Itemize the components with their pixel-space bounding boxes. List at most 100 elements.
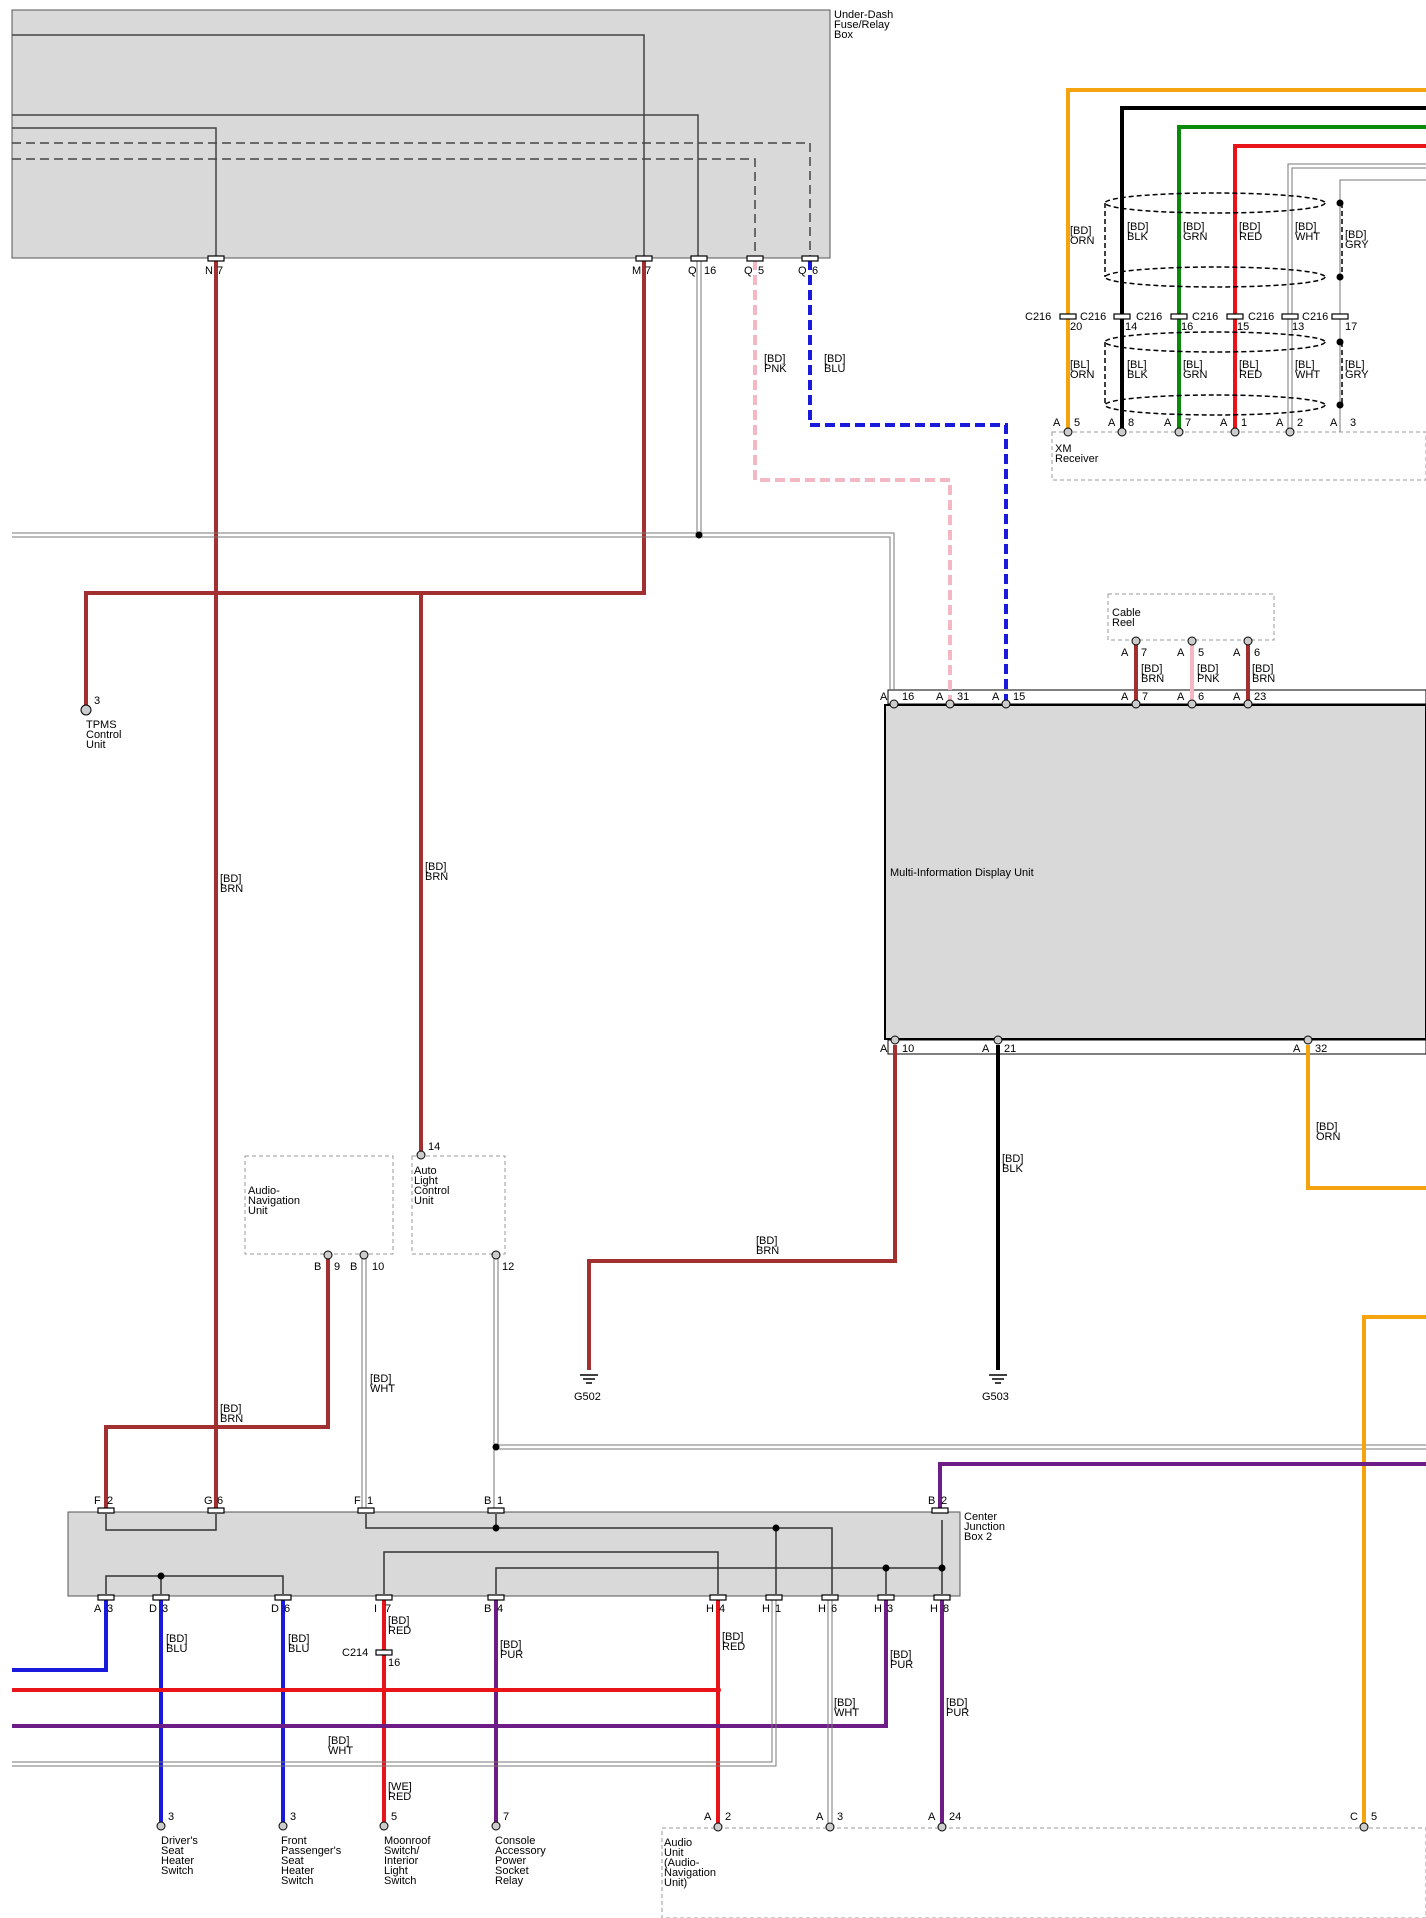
text-line: Unit — [664, 1847, 684, 1859]
c214-label: C214 — [342, 1647, 368, 1659]
c216-pin-3: 16 — [1181, 321, 1193, 333]
wire-blu-a3 — [12, 1598, 108, 1672]
pin-number: 3 — [290, 1811, 296, 1823]
text-line: GRN — [1183, 231, 1208, 243]
wire-orn-mid-a32 — [1306, 1045, 1426, 1190]
wire-wht-xm — [1287, 163, 1426, 432]
wire-pur-h3 — [12, 1598, 888, 1728]
text-line: [BD] — [764, 353, 785, 365]
label-bl-wht-xm: [BL]WHT — [1295, 359, 1320, 381]
c214-pin: 16 — [388, 1657, 400, 1669]
pin-letter: A — [816, 1811, 824, 1823]
cable-reel-pin-labels: A 7 A 5 A 6 — [1121, 647, 1260, 659]
text-line: [BD] — [946, 1697, 967, 1709]
pin-letter: A — [936, 691, 944, 703]
c216-pin-2: 14 — [1125, 321, 1137, 333]
text-line: (Audio- — [664, 1857, 700, 1869]
pin-letter: A — [1220, 417, 1228, 429]
text-line: Center — [964, 1511, 997, 1523]
text-line: Cable — [1112, 607, 1141, 619]
pin-letter: A — [1293, 1043, 1301, 1055]
pin-letter: H — [930, 1603, 938, 1615]
g502-label: G502 — [574, 1391, 601, 1403]
text-line: Power — [495, 1855, 527, 1867]
c216-label-1: C216 — [1025, 311, 1051, 323]
label-bd-wht-b10: [BD]WHT — [370, 1373, 395, 1395]
wire-wht-q16 — [12, 260, 895, 690]
text-line: PUR — [890, 1659, 913, 1671]
pin-number: 7 — [217, 265, 223, 277]
pin-number: 10 — [372, 1261, 384, 1273]
text-line: [BD] — [500, 1639, 521, 1651]
text-line: [BL] — [1183, 359, 1203, 371]
label-bd-wht-xm: [BD]WHT — [1295, 221, 1320, 243]
text-line: Receiver — [1055, 453, 1099, 465]
fuse-box-internal-wires — [12, 34, 811, 258]
pin-number: 2 — [941, 1495, 947, 1507]
text-line: TPMS — [86, 719, 117, 731]
text-line: [BD] — [1295, 221, 1316, 233]
pin-letter: H — [762, 1603, 770, 1615]
c216-pin-6: 17 — [1345, 321, 1357, 333]
label-bd-blk-g503: [BD]BLK — [1002, 1153, 1023, 1175]
c216-pin-1: 20 — [1070, 321, 1082, 333]
text-line: Accessory — [495, 1845, 546, 1857]
text-line: [BD] — [166, 1633, 187, 1645]
text-line: Auto — [414, 1165, 437, 1177]
shield-ellipses — [1104, 192, 1343, 416]
text-line: Seat — [161, 1845, 184, 1857]
mid-bottom-pin-labels: A 10 A 21 A 32 — [880, 1043, 1327, 1055]
text-line: [BD] — [425, 861, 446, 873]
wire-pnk-q5 — [753, 260, 952, 700]
wire-grn-xm — [1177, 125, 1426, 432]
pin-letter: A — [1164, 417, 1172, 429]
text-line: [BD] — [328, 1735, 349, 1747]
wire-brn-mid-a10 — [587, 1045, 897, 1370]
text-line: Passenger's — [281, 1845, 342, 1857]
pin-letter: B — [314, 1261, 321, 1273]
text-line: BRN — [1141, 673, 1164, 685]
text-line: WHT — [834, 1707, 859, 1719]
c216-pin-4: 15 — [1237, 321, 1249, 333]
label-bd-brn-b9: [BD]BRN — [220, 1403, 243, 1425]
c216-label-6: C216 — [1302, 311, 1328, 323]
text-line: Driver's — [161, 1835, 198, 1847]
fuse-pin-labels: N 7 M 7 Q 16 Q 5 Q 6 — [205, 265, 818, 277]
pin-number: 3 — [168, 1811, 174, 1823]
text-line: [BD] — [1127, 221, 1148, 233]
label-bd-red-h4: [BD]RED — [722, 1631, 745, 1653]
text-line: [BD] — [1252, 663, 1273, 675]
text-line: Fuse/Relay — [834, 19, 890, 31]
label-bd-blk-xm: [BD]BLK — [1127, 221, 1148, 243]
mid-label: Multi-Information Display Unit — [890, 867, 1034, 879]
label-bd-brn-g502: [BD]BRN — [756, 1235, 779, 1257]
wire-pur-b2 — [938, 1462, 1426, 1512]
text-line: Navigation — [248, 1195, 300, 1207]
text-line: [BD] — [1183, 221, 1204, 233]
text-line: PUR — [500, 1649, 523, 1661]
label-bd-blu-d3: [BD]BLU — [166, 1633, 187, 1655]
text-line: [BD] — [388, 1615, 409, 1627]
text-line: [BD] — [1070, 225, 1091, 237]
text-line: GRY — [1345, 369, 1369, 381]
pin-number: 3 — [837, 1811, 843, 1823]
pin-letter: A — [1108, 417, 1116, 429]
label-bd-blu: [BD]BLU — [824, 353, 845, 375]
text-line: [BD] — [370, 1373, 391, 1385]
wire-blu-q6 — [808, 260, 1008, 700]
text-line: Navigation — [664, 1867, 716, 1879]
pin-number: 1 — [1241, 417, 1247, 429]
wire-red-xm — [1233, 144, 1426, 432]
pin-number: 3 — [1350, 417, 1356, 429]
pin-letter: M — [632, 265, 641, 277]
pin-letter: F — [94, 1495, 101, 1507]
pin-number: 15 — [1013, 691, 1025, 703]
text-line: [BD] — [890, 1649, 911, 1661]
pin-letter: A — [704, 1811, 712, 1823]
pin-number: 5 — [758, 265, 764, 277]
